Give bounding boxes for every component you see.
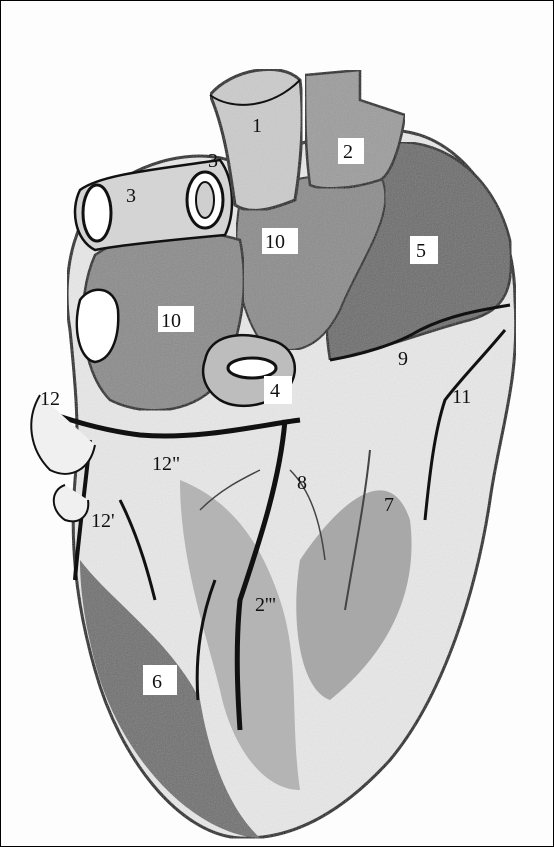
- label-7: 7: [384, 494, 394, 516]
- label-5: 5: [416, 240, 426, 262]
- label-3a: 3: [208, 150, 218, 172]
- label-4: 4: [270, 380, 280, 402]
- label-6: 6: [152, 671, 162, 693]
- label-3b: 3: [126, 185, 136, 207]
- vessel-4-lumen: [228, 358, 276, 378]
- label-12-double-prime: 12": [152, 453, 180, 475]
- vessel-3-lumen-a: [83, 185, 111, 241]
- pulmonary-vessel-2: [305, 70, 405, 188]
- label-11: 11: [452, 386, 471, 408]
- vessel-3-lumen-b-inner: [196, 182, 214, 218]
- label-2-triple-prime: 2''': [255, 594, 276, 616]
- label-9: 9: [398, 348, 408, 370]
- label-1: 1: [252, 115, 262, 137]
- label-12: 12: [40, 388, 60, 410]
- label-10b: 10: [161, 310, 181, 332]
- label-10a: 10: [265, 231, 285, 253]
- label-12-prime: 12': [91, 510, 115, 532]
- label-2: 2: [343, 141, 353, 163]
- label-8: 8: [297, 472, 307, 494]
